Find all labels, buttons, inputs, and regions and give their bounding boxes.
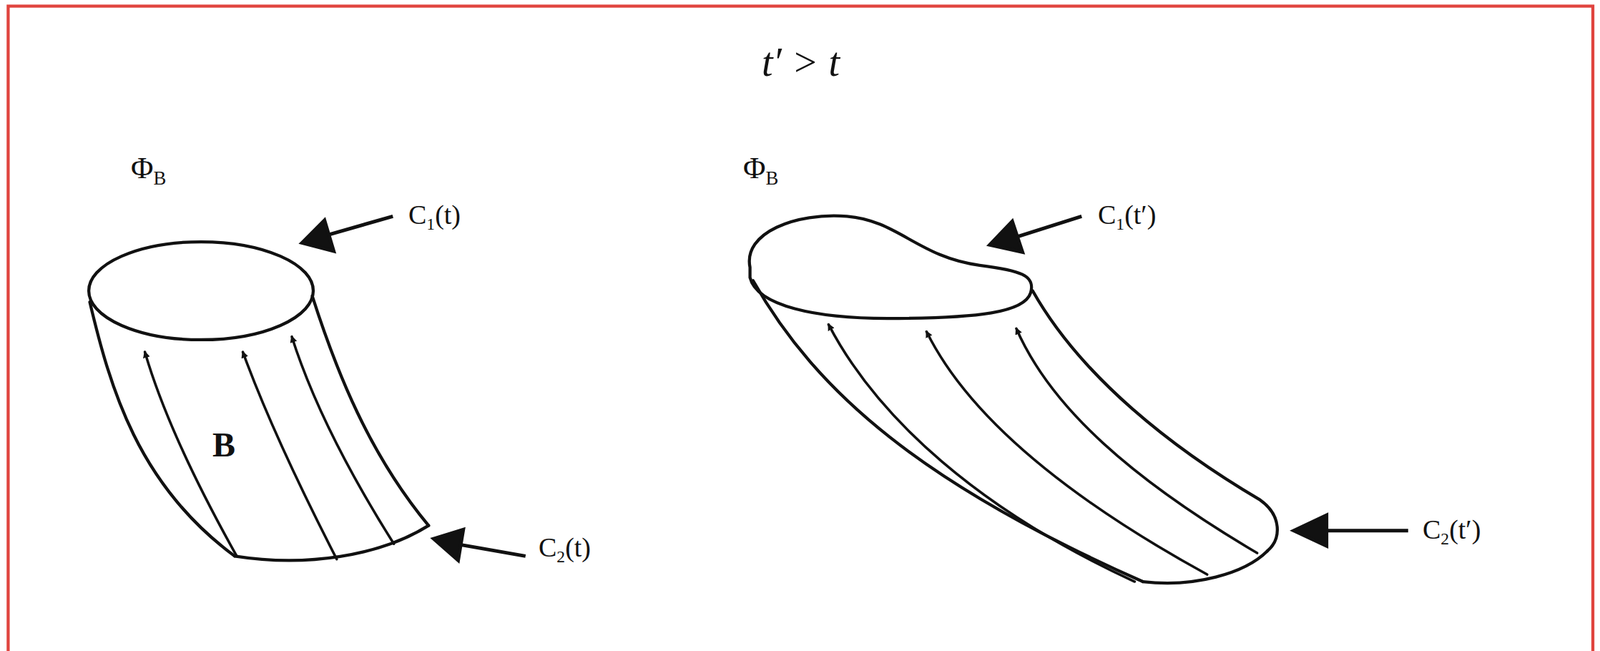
flux-label: ΦB: [130, 150, 166, 190]
field-label: B: [212, 426, 236, 465]
diagram-title: t′ > t: [761, 40, 840, 86]
curve-label: C1(t): [408, 200, 461, 234]
curve-label: C1(t′): [1097, 200, 1156, 234]
flux-tube-left: [88, 241, 429, 561]
curve-label: C2(t′): [1422, 514, 1481, 549]
frame-border: [7, 6, 1593, 651]
curve-label: C2(t): [538, 532, 591, 567]
flux-label: ΦB: [743, 150, 779, 190]
pointer-arrows: [301, 216, 1408, 561]
flux-tube-right: [749, 216, 1278, 583]
